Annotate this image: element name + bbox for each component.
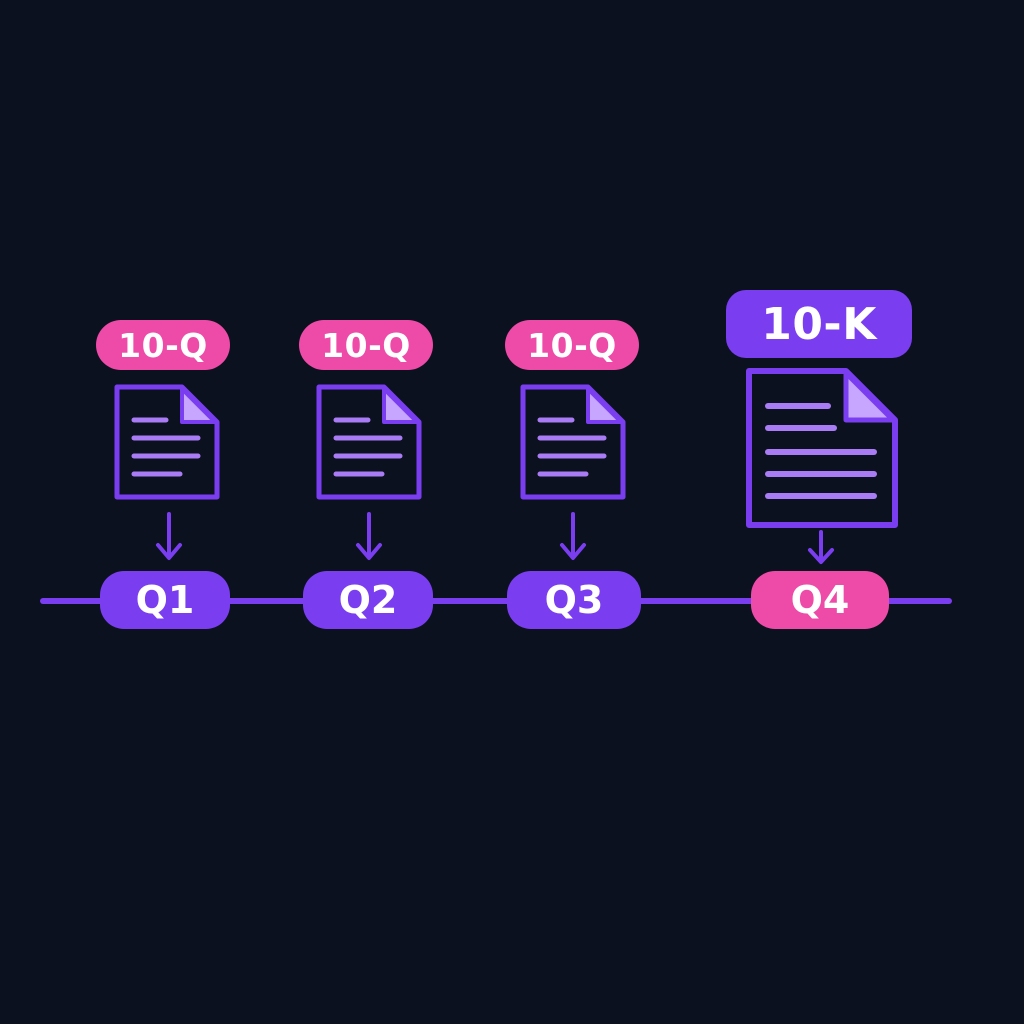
filing-type-badge: 10-K — [726, 290, 912, 358]
filing-type-badge: 10-Q — [299, 320, 433, 370]
arrow-down-icon — [560, 512, 586, 560]
arrow-down-icon — [156, 512, 182, 560]
arrow-down-icon — [356, 512, 382, 560]
filing-type-badge: 10-Q — [96, 320, 230, 370]
document-icon — [316, 384, 422, 500]
document-icon — [114, 384, 220, 500]
arrow-down-icon — [808, 530, 834, 564]
timeline-line — [40, 598, 952, 604]
document-icon — [746, 368, 898, 528]
filing-type-badge: 10-Q — [505, 320, 639, 370]
document-icon — [520, 384, 626, 500]
